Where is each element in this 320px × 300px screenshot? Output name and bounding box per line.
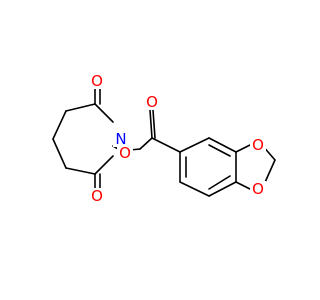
bond (65, 103, 96, 112)
atom-oxygen-top: O (91, 72, 103, 90)
bond (65, 167, 96, 175)
atom-oxygen-bottom: O (91, 187, 103, 205)
atom-oxygen-ring-top: O (252, 136, 264, 154)
atom-labels: O O N O O O O (89, 72, 266, 205)
structure-diagram: O O N O O O O (52, 72, 276, 205)
bond (179, 137, 210, 153)
bond (52, 138, 67, 169)
atom-nitrogen: N (115, 130, 126, 148)
atom-background (144, 94, 160, 110)
atom-background (250, 181, 266, 197)
bond (151, 137, 181, 153)
bond (94, 155, 114, 175)
atom-oxygen-ring-bottom: O (252, 180, 264, 198)
bonds (52, 87, 276, 197)
atom-oxygen-carbonyl: O (146, 93, 158, 111)
bond (208, 144, 231, 157)
atom-background (117, 145, 133, 161)
bond (139, 137, 153, 150)
bond (208, 175, 231, 190)
bond (149, 109, 153, 139)
bond (94, 103, 114, 123)
bond (179, 181, 210, 197)
atom-background (89, 73, 105, 89)
bond (208, 137, 237, 153)
bond (235, 181, 251, 190)
atom-background (89, 188, 105, 204)
bond (235, 144, 251, 153)
atom-background (113, 131, 129, 147)
atom-background (250, 137, 266, 153)
bond (52, 110, 67, 140)
bond (208, 181, 237, 197)
bond (152, 109, 156, 139)
atom-oxygen-ester: O (119, 144, 131, 162)
